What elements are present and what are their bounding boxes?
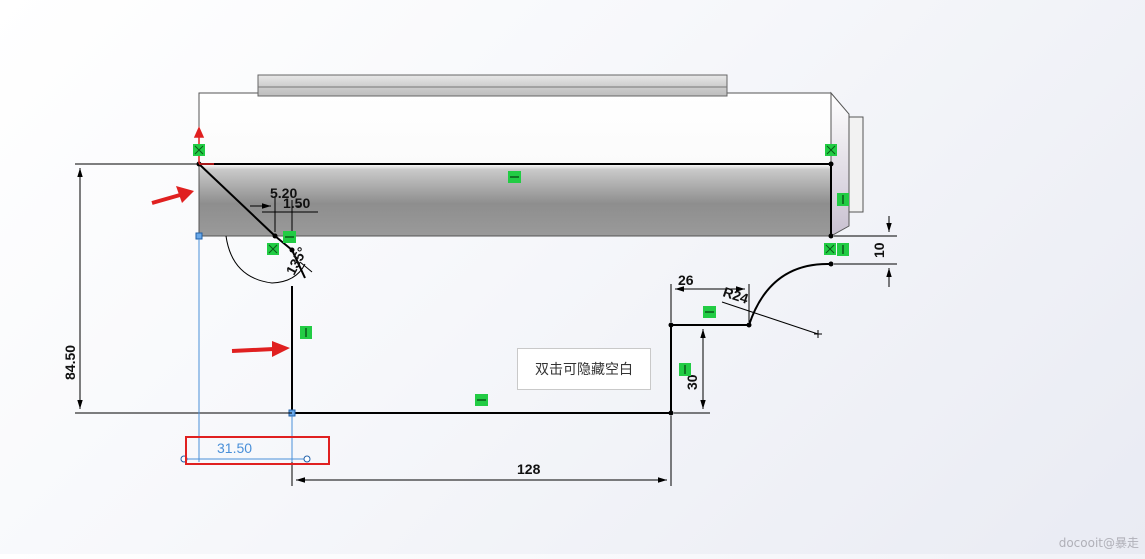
selected-point[interactable] — [195, 232, 203, 240]
dimension-r24-label[interactable]: R24 — [721, 284, 751, 307]
dimension-arc-radius[interactable] — [721, 301, 822, 338]
dimension-angle[interactable] — [225, 235, 313, 284]
dimension-step-width[interactable] — [670, 284, 750, 322]
dimension-128-label[interactable]: 128 — [517, 461, 541, 477]
dimension-5-20-label[interactable]: 5.20 — [270, 185, 297, 201]
dimension-step-height[interactable] — [674, 324, 710, 414]
coincident-relation-icon[interactable] — [825, 144, 837, 156]
horizontal-relation-icon[interactable] — [475, 394, 488, 406]
coincident-relation-icon[interactable] — [824, 243, 836, 255]
hide-whitespace-tooltip[interactable]: 双击可隐藏空白 — [517, 348, 651, 390]
highlight-box — [185, 436, 330, 465]
dimension-selected-width[interactable] — [180, 239, 311, 463]
sketch-points[interactable] — [196, 161, 834, 416]
annotation-arrow-icon — [151, 186, 194, 205]
sketch-arc-r24[interactable] — [748, 262, 832, 326]
dimension-vertical-height[interactable] — [75, 163, 292, 414]
dimension-84-50-label[interactable]: 84.50 — [62, 345, 78, 380]
dimension-26-label[interactable]: 26 — [678, 272, 694, 288]
annotation-arrow-icon — [231, 341, 290, 357]
vertical-relation-icon[interactable] — [837, 243, 849, 256]
horizontal-relation-icon[interactable] — [283, 231, 296, 243]
coincident-relation-icon[interactable] — [193, 144, 205, 156]
tooltip-text: 双击可隐藏空白 — [535, 362, 633, 378]
dimension-30-label[interactable]: 30 — [684, 374, 700, 390]
vertical-relation-icon[interactable] — [679, 363, 691, 376]
coincident-relation-icon[interactable] — [267, 243, 279, 255]
horizontal-relation-icon[interactable] — [508, 171, 521, 183]
relation-markers[interactable] — [193, 144, 849, 406]
dimension-10-label[interactable]: 10 — [871, 242, 887, 258]
dimension-small-offsets[interactable] — [250, 196, 318, 232]
sketch-line-chamfer[interactable] — [198, 163, 276, 237]
horizontal-relation-icon[interactable] — [703, 306, 716, 318]
dimension-right-offset[interactable] — [834, 216, 897, 287]
dimension-base-length[interactable] — [291, 416, 672, 486]
dimension-1-50-label[interactable]: 1.50 — [283, 195, 310, 211]
dimension-135-label[interactable]: 135° — [283, 244, 311, 277]
watermark: docooit@暴走 — [1058, 536, 1139, 550]
vertical-relation-icon[interactable] — [300, 326, 312, 339]
dimension-31-50-label[interactable]: 31.50 — [217, 440, 252, 456]
vertical-relation-icon[interactable] — [837, 193, 849, 206]
sketch-line-angled[interactable] — [291, 249, 306, 279]
